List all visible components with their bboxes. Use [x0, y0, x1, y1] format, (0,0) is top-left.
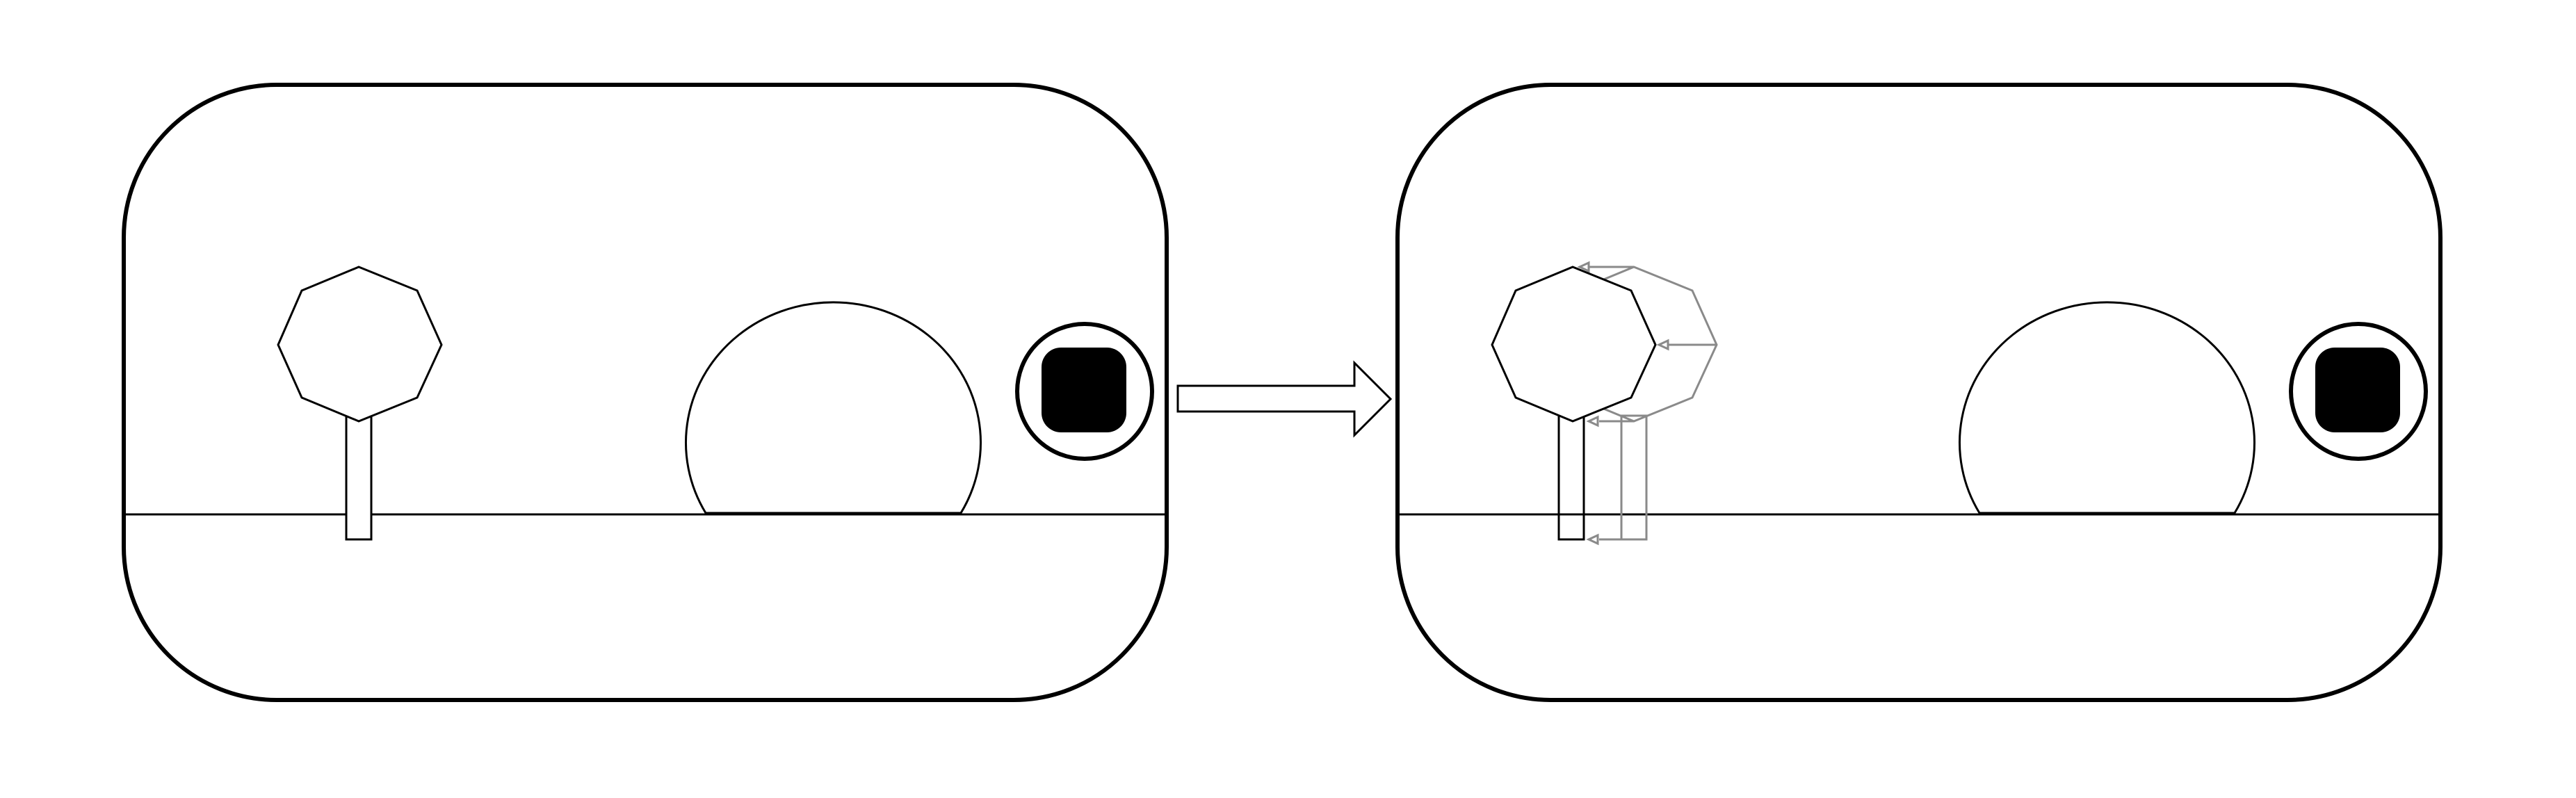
arrow-head-icon	[1656, 339, 1669, 351]
ghost-post	[1620, 414, 1648, 541]
panel-before	[122, 83, 1169, 702]
button-square-icon	[2315, 348, 2400, 432]
round-button	[1015, 322, 1154, 461]
button-square-icon	[1042, 348, 1126, 432]
sign-post	[345, 414, 373, 541]
octagon-sign	[277, 266, 443, 423]
panel-frame	[1395, 83, 2443, 702]
arrow-head-icon	[1586, 533, 1599, 546]
panel-after	[1395, 83, 2443, 702]
dome-shape	[685, 301, 982, 514]
round-button	[2289, 322, 2428, 461]
octagon-sign	[1491, 266, 1657, 423]
panel-frame	[122, 83, 1169, 702]
arrow-head-icon	[1577, 261, 1590, 273]
arrow-head-icon	[1586, 415, 1599, 427]
sign-post	[1557, 414, 1585, 541]
right-arrow-icon	[1176, 360, 1393, 438]
dome-shape	[1959, 301, 2255, 514]
